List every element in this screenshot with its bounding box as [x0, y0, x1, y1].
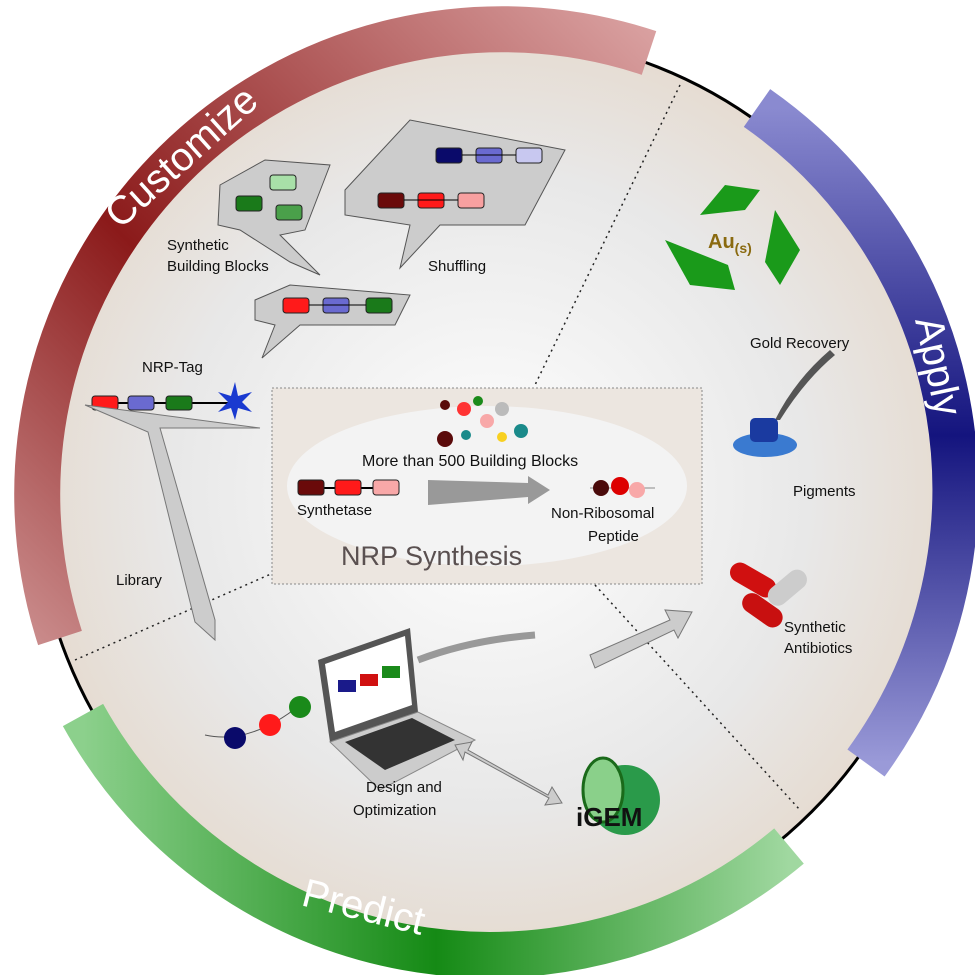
tag-star-icon	[218, 382, 252, 420]
section-dividers	[74, 84, 801, 811]
predict-arc	[62, 703, 804, 975]
building-blocks-label: More than 500 Building Blocks	[362, 453, 578, 470]
dna-strand	[416, 631, 536, 664]
pills-icon	[730, 562, 807, 628]
building-block-dots	[437, 396, 528, 447]
nrp-synthesis-box: More than 500 Building Blocks Synthetase…	[271, 387, 703, 585]
peptide-chain	[204, 696, 311, 749]
igem-text: iGEM	[576, 802, 642, 832]
design-label-2: Optimization	[353, 802, 436, 819]
antibiotics-label-2: Antibiotics	[784, 640, 852, 657]
ink-quill-icon	[733, 350, 835, 457]
laptop-icon	[318, 628, 477, 791]
igem-logo: iGEM	[576, 756, 660, 835]
nrp-synthesis-title: NRP Synthesis	[341, 541, 522, 571]
library-arrow	[84, 404, 261, 642]
recycle-icon: Au(s)	[665, 185, 800, 290]
library-label: Library	[116, 572, 162, 589]
apply-arrow	[589, 609, 693, 669]
design-igem-arrow	[454, 741, 563, 806]
apply-arc	[743, 89, 975, 777]
synthesis-arrow	[428, 476, 550, 505]
gold-symbol: Au(s)	[708, 231, 752, 256]
antibiotics-label-1: Synthetic	[784, 619, 846, 636]
combined-blocks-group	[254, 284, 411, 359]
shuffling-label: Shuffling	[428, 258, 486, 275]
design-label-1: Design and	[366, 779, 442, 796]
synthetic-building-blocks-label-1: Synthetic	[167, 237, 229, 254]
peptide-label-1: Non-Ribosomal	[551, 505, 654, 522]
synthetic-building-blocks-label-2: Building Blocks	[167, 258, 269, 275]
synthetase-label: Synthetase	[297, 502, 372, 519]
gold-recovery-label: Gold Recovery	[750, 335, 850, 352]
nrp-tag-group: NRP-Tag Library	[84, 359, 261, 642]
pigments-label: Pigments	[793, 483, 856, 500]
peptide-label-2: Peptide	[588, 528, 639, 545]
synthetic-building-blocks-group: Synthetic Building Blocks	[167, 159, 331, 276]
nrp-tag-label: NRP-Tag	[142, 359, 203, 376]
shuffling-group: Shuffling	[344, 119, 566, 275]
customize-arc	[14, 6, 657, 646]
